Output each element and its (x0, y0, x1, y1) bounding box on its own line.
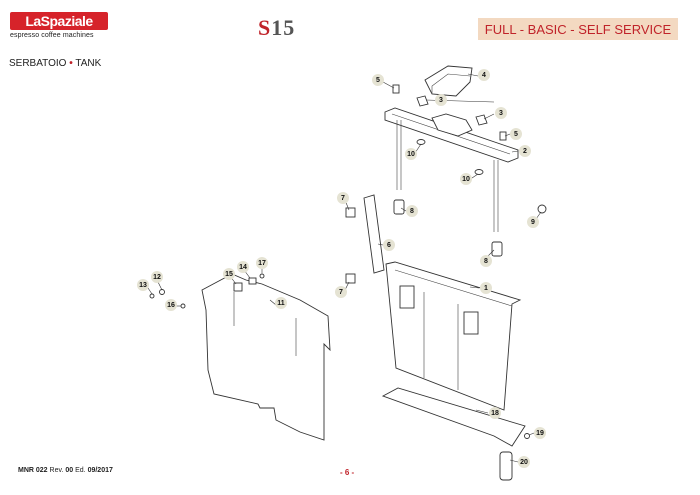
part-foot (499, 451, 513, 481)
versions-banner: FULL - BASIC - SELF SERVICE (478, 18, 678, 40)
callout-3a: 3 (435, 94, 447, 106)
svg-text:7: 7 (339, 289, 343, 296)
svg-text:3: 3 (499, 110, 503, 117)
callout-5a: 5 (372, 74, 384, 86)
callout-4: 4 (478, 69, 490, 81)
svg-text:8: 8 (484, 258, 488, 265)
svg-text:16: 16 (167, 302, 175, 309)
callout-12: 12 (151, 271, 163, 283)
svg-text:1: 1 (484, 285, 488, 292)
callout-17: 17 (256, 257, 268, 269)
model-number: 15 (271, 15, 296, 40)
svg-text:10: 10 (462, 176, 470, 183)
part-top-frame (384, 107, 519, 163)
part-clip-b (345, 273, 356, 284)
callout-6: 6 (383, 239, 395, 251)
svg-text:11: 11 (277, 300, 285, 307)
callout-14: 14 (237, 261, 249, 273)
svg-text:2: 2 (523, 148, 527, 155)
callout-10b: 10 (460, 173, 472, 185)
section-bullet: • (69, 58, 73, 69)
part-cap-b (499, 131, 507, 141)
svg-text:18: 18 (491, 410, 499, 417)
callout-8b: 8 (480, 255, 492, 267)
callout-13: 13 (137, 279, 149, 291)
part-float-b (491, 241, 503, 257)
part-level-bar (363, 194, 385, 274)
svg-text:12: 12 (153, 274, 161, 281)
svg-text:15: 15 (225, 271, 233, 278)
svg-text:20: 20 (520, 459, 528, 466)
part-fittings (416, 95, 488, 126)
document-reference: MNR 022 Rev. 00 Ed. 09/2017 (18, 467, 113, 474)
part-tank (385, 261, 522, 411)
svg-text:14: 14 (239, 264, 247, 271)
callout-10a: 10 (405, 148, 417, 160)
part-clip-a (345, 207, 356, 218)
part-clamp-15 (233, 282, 243, 292)
callout-20: 20 (518, 456, 530, 468)
brand-logo-badge: LaSpaziale (10, 12, 108, 30)
brand-logo: LaSpaziale espresso coffee machines (10, 12, 108, 39)
callout-5b: 5 (510, 128, 522, 140)
callout-7b: 7 (335, 286, 347, 298)
rev-label: Rev. (49, 467, 64, 474)
svg-text:4: 4 (482, 72, 486, 79)
svg-text:10: 10 (407, 151, 415, 158)
callout-8a: 8 (406, 205, 418, 217)
callout-9: 9 (527, 216, 539, 228)
callout-19: 19 (534, 427, 546, 439)
svg-text:13: 13 (139, 282, 147, 289)
svg-text:19: 19 (536, 430, 544, 437)
ed-value: 09/2017 (87, 467, 113, 474)
doc-code: MNR 022 (18, 467, 48, 474)
svg-text:5: 5 (376, 77, 380, 84)
callout-3b: 3 (495, 107, 507, 119)
part-bracket-14 (248, 277, 257, 285)
svg-text:6: 6 (387, 242, 391, 249)
svg-text:3: 3 (439, 97, 443, 104)
part-float-a (393, 199, 405, 215)
part-cap-a (392, 84, 400, 94)
svg-text:8: 8 (410, 208, 414, 215)
page-number: - 6 - (340, 468, 355, 477)
part-lid-cover (424, 65, 473, 97)
callout-16: 16 (165, 299, 177, 311)
callout-2: 2 (519, 145, 531, 157)
callout-7a: 7 (337, 192, 349, 204)
section-title-en: TANK (75, 58, 102, 69)
callout-18: 18 (489, 407, 501, 419)
part-nut-17 (259, 273, 265, 279)
part-nut (537, 204, 547, 214)
model-letter: S (258, 15, 272, 40)
brand-logo-text: LaSpaziale (25, 13, 93, 29)
callout-11: 11 (275, 297, 287, 309)
callout-1: 1 (480, 282, 492, 294)
svg-text:5: 5 (514, 131, 518, 138)
svg-text:17: 17 (258, 260, 266, 267)
brand-tagline: espresso coffee machines (10, 32, 94, 39)
svg-text:7: 7 (341, 195, 345, 202)
part-screw (524, 433, 530, 439)
model-name: S15 (258, 15, 295, 41)
section-title: SERBATOIO • TANK (9, 58, 101, 69)
part-washer-b (474, 169, 484, 175)
svg-text:9: 9 (531, 219, 535, 226)
ed-label: Ed. (75, 467, 86, 474)
callout-15: 15 (223, 268, 235, 280)
part-base-plate (381, 387, 526, 447)
rev-value: 00 (65, 467, 74, 474)
section-title-it: SERBATOIO (9, 58, 67, 69)
